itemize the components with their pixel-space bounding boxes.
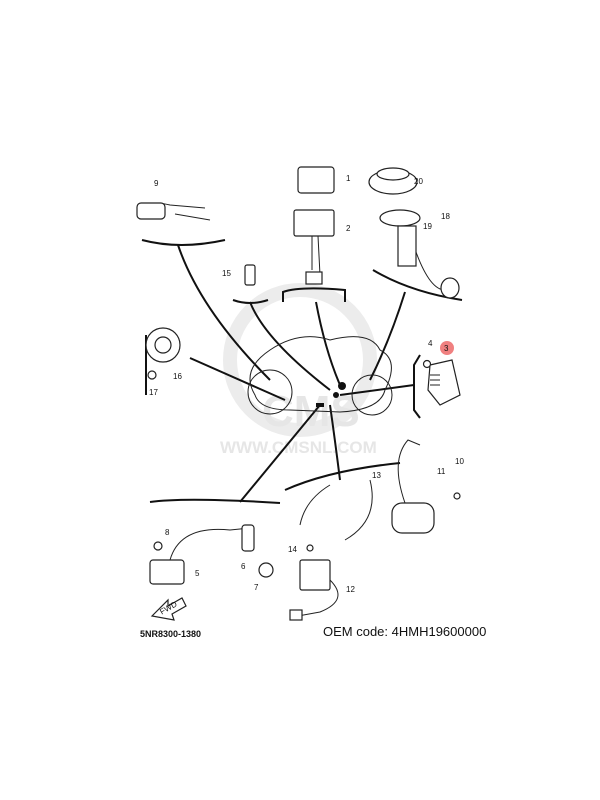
- callout-14: 14: [288, 545, 297, 554]
- highlight-marker: [440, 341, 454, 355]
- callout-19: 19: [423, 222, 432, 231]
- callout-4: 4: [428, 339, 433, 348]
- part-cable-13[interactable]: [299, 479, 373, 541]
- part-bolt-10[interactable]: [453, 492, 461, 500]
- callout-8: 8: [165, 528, 170, 537]
- part-fuel-sender-20[interactable]: [368, 167, 418, 195]
- callout-20: 20: [414, 177, 423, 186]
- callout-13: 13: [372, 471, 381, 480]
- part-starter-motor[interactable]: [391, 439, 435, 534]
- callout-3: 3: [444, 344, 449, 353]
- part-rectifier-2[interactable]: [293, 209, 335, 285]
- callout-15: 15: [222, 269, 231, 278]
- oem-code: OEM code: 4HMH19600000: [323, 624, 487, 639]
- part-ignition-coil-5[interactable]: [149, 524, 255, 585]
- motorcycle-outline: [247, 336, 393, 416]
- part-bolt-8[interactable]: [153, 541, 163, 551]
- part-relay-3[interactable]: [427, 359, 461, 406]
- part-starter-relay-12[interactable]: [289, 559, 339, 621]
- diagram-code: 5NR8300-1380: [140, 629, 202, 639]
- callout-18: 18: [441, 212, 450, 221]
- callout-7: 7: [254, 583, 259, 592]
- part-switch-15[interactable]: [244, 264, 256, 286]
- part-horn-16[interactable]: [145, 327, 181, 363]
- watermark-url: WWW.CMSNL.COM: [220, 438, 377, 457]
- callout-6: 6: [241, 562, 246, 571]
- callout-16: 16: [173, 372, 182, 381]
- callout-numbers: 1 2 3 4 5 6 7 8 9 10 11 12 13 14 15 16 1…: [149, 174, 464, 594]
- callout-9: 9: [154, 179, 159, 188]
- callout-17: 17: [149, 388, 158, 397]
- fwd-arrow-icon: FWD: [150, 597, 187, 621]
- part-cdi-unit-1[interactable]: [297, 166, 335, 194]
- callout-1: 1: [346, 174, 351, 183]
- callout-11: 11: [437, 467, 446, 476]
- group-brackets: [141, 239, 463, 504]
- part-bolt-17[interactable]: [147, 370, 157, 380]
- callout-5: 5: [195, 569, 200, 578]
- part-plug-cap-7[interactable]: [258, 562, 274, 578]
- part-bolt-14[interactable]: [306, 544, 314, 552]
- callout-10: 10: [455, 457, 464, 466]
- callout-2: 2: [346, 224, 351, 233]
- part-harness-9[interactable]: [136, 202, 211, 221]
- part-fuel-gauge-18-19[interactable]: [379, 209, 460, 299]
- callout-12: 12: [346, 585, 355, 594]
- part-screw-4[interactable]: [422, 359, 432, 369]
